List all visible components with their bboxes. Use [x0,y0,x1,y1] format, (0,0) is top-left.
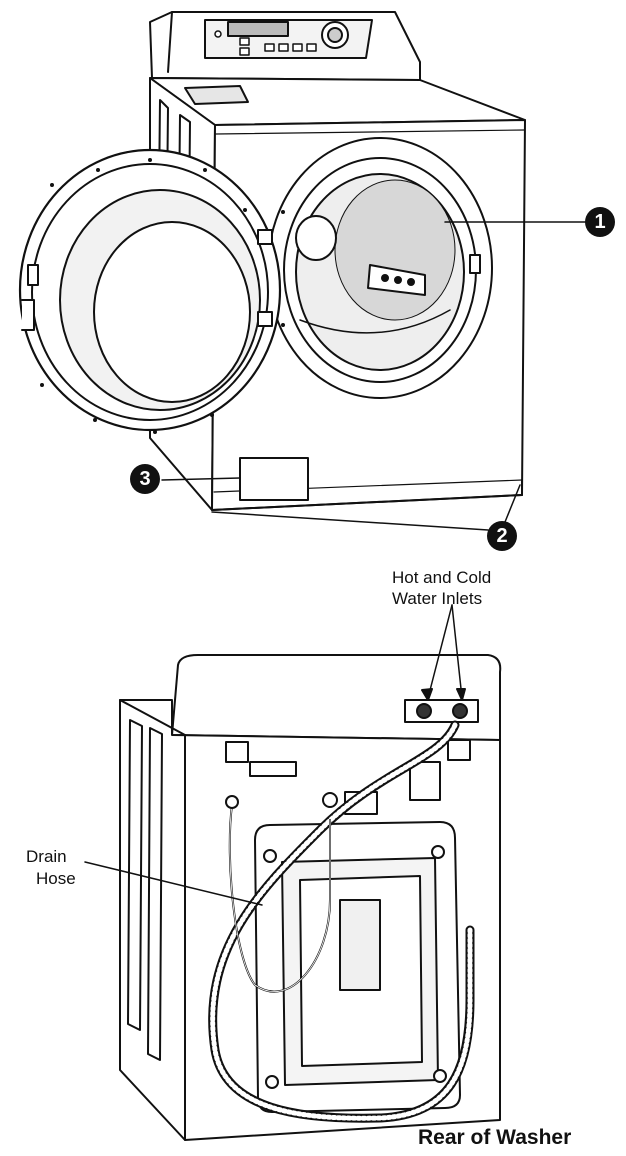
callout-1: 1 [585,207,615,237]
drain-label-line2: Hose [36,869,76,888]
rear-washer [84,604,502,1141]
rear-of-washer-title: Rear of Washer [418,1126,572,1149]
callout-3: 3 [130,464,160,494]
drain-label-line1: Drain [26,847,67,866]
inlets-label-line2: Water Inlets [392,589,483,608]
front-washer [18,11,587,531]
inlets-label-line1: Hot and Cold [392,568,492,587]
callout-2: 2 [487,521,517,551]
